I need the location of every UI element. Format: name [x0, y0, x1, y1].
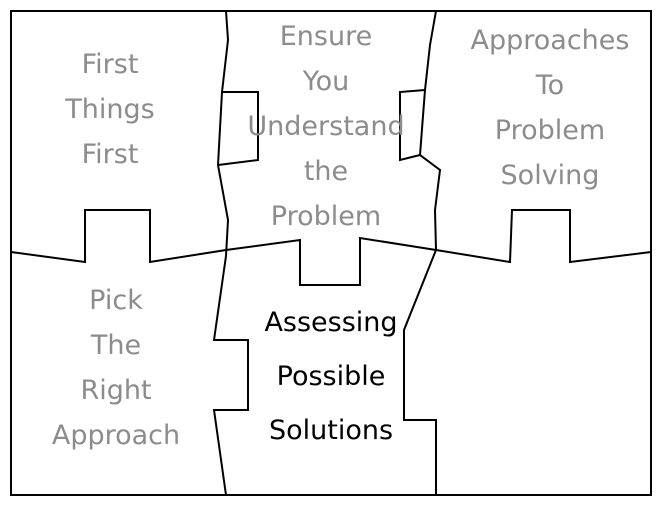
piece-label-line: Assessing [264, 307, 398, 338]
piece-label-line: Ensure [279, 21, 373, 52]
piece-label-line: Problem [270, 201, 382, 232]
piece-label-line: Approach [51, 420, 181, 451]
piece-label-line: Problem [494, 115, 606, 146]
divider-top-right-bottom [435, 209, 652, 264]
divider-top-center-bottom [225, 236, 437, 286]
piece-label-line: Pick [89, 285, 143, 316]
piece-label-line: You [302, 66, 350, 97]
piece-label-line: Things [65, 94, 155, 125]
divider-top-left-bottom-left [10, 209, 227, 264]
divider-top-left-center [216, 10, 230, 257]
piece-label-line: The [90, 330, 142, 361]
piece-label-line: First [81, 139, 139, 170]
piece-label-line: the [303, 156, 349, 187]
notch-top-center-left [217, 91, 259, 166]
divider-bottom-center-right [403, 249, 437, 495]
piece-label-line: Solving [500, 160, 600, 191]
divider-top-center-right [418, 10, 442, 251]
divider-bottom-left-center [212, 255, 249, 496]
piece-label-line: Right [80, 375, 152, 406]
piece-label-line: Approaches [470, 25, 630, 56]
piece-label-line: To [535, 70, 565, 101]
piece-label-line: Understand [247, 111, 405, 142]
piece-label-line: First [81, 49, 139, 80]
piece-label-line: Possible [276, 361, 386, 392]
piece-label-line: Solutions [268, 415, 394, 446]
notch-top-center-right [399, 89, 426, 162]
